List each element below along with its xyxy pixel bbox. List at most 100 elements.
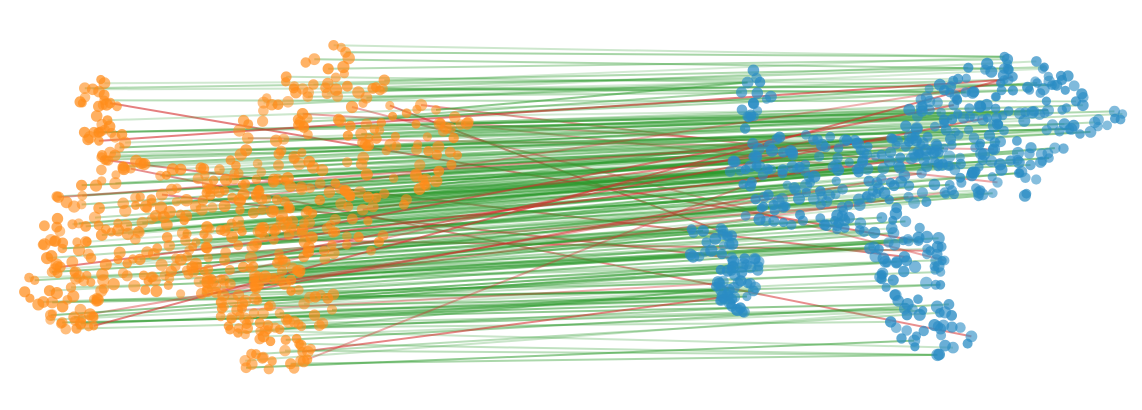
- source-point: [330, 72, 341, 83]
- target-point: [744, 160, 757, 173]
- target-point: [1001, 53, 1014, 65]
- incorrect-correspondence-line: [306, 165, 793, 361]
- source-point: [259, 325, 271, 337]
- target-point: [1007, 85, 1019, 96]
- source-point: [390, 131, 400, 142]
- correct-correspondence-line: [80, 289, 722, 326]
- target-point: [901, 309, 913, 321]
- target-point: [939, 187, 950, 198]
- target-point: [763, 140, 775, 152]
- source-point: [305, 183, 315, 194]
- source-point: [298, 235, 311, 248]
- correct-correspondence-line: [92, 85, 951, 91]
- target-point: [885, 146, 897, 158]
- source-point: [308, 79, 319, 90]
- target-point: [911, 331, 922, 341]
- source-point: [254, 317, 265, 329]
- source-point: [171, 197, 182, 207]
- source-point: [239, 355, 251, 367]
- target-point: [832, 152, 843, 164]
- target-point: [988, 143, 1000, 156]
- source-point: [362, 139, 374, 152]
- source-point: [46, 296, 59, 309]
- correct-correspondence-line: [257, 283, 941, 302]
- target-point: [739, 253, 750, 264]
- target-point: [837, 184, 848, 195]
- target-point: [913, 294, 923, 305]
- target-point: [844, 157, 854, 167]
- correct-correspondence-line: [97, 289, 754, 301]
- target-point: [1076, 88, 1088, 100]
- source-point: [342, 130, 353, 141]
- source-point: [128, 280, 141, 293]
- source-point: [257, 205, 268, 215]
- source-point: [147, 271, 158, 283]
- source-point: [342, 240, 352, 250]
- source-point: [356, 203, 369, 216]
- source-point: [327, 288, 340, 301]
- source-point: [76, 199, 87, 210]
- target-point: [933, 348, 945, 361]
- incorrect-correspondence-line: [420, 104, 939, 168]
- target-point: [990, 103, 1001, 114]
- correct-correspondence-line: [101, 170, 806, 236]
- correct-correspondence-line: [52, 288, 730, 304]
- source-point: [97, 176, 107, 186]
- source-point: [203, 253, 213, 263]
- correct-correspondence-line: [242, 151, 784, 186]
- target-point: [932, 321, 944, 332]
- target-point: [981, 57, 994, 70]
- target-point: [932, 232, 945, 245]
- source-point: [279, 344, 291, 357]
- target-point: [697, 225, 709, 237]
- target-point: [800, 166, 811, 177]
- target-point: [966, 86, 979, 99]
- source-point: [207, 202, 218, 213]
- source-point: [254, 280, 265, 290]
- source-point: [91, 294, 104, 306]
- source-point: [288, 153, 300, 165]
- target-point: [1018, 189, 1031, 202]
- source-point: [80, 221, 92, 232]
- target-point: [898, 265, 910, 278]
- source-point: [251, 174, 262, 185]
- source-point: [296, 224, 309, 236]
- target-point: [879, 255, 892, 268]
- source-point: [90, 110, 103, 122]
- correct-correspondence-line: [207, 238, 908, 290]
- source-point: [344, 190, 356, 202]
- source-point: [93, 202, 105, 214]
- target-point: [920, 276, 933, 290]
- source-point: [345, 100, 359, 114]
- source-point: [282, 315, 295, 328]
- target-point: [996, 85, 1007, 96]
- source-point: [142, 203, 152, 214]
- target-point: [964, 103, 975, 114]
- source-point: [337, 60, 350, 74]
- target-point: [839, 134, 852, 147]
- source-point: [266, 99, 278, 111]
- source-point: [329, 83, 343, 96]
- target-point: [955, 322, 966, 333]
- source-point: [96, 152, 107, 163]
- target-point: [758, 191, 770, 203]
- source-point: [51, 191, 63, 202]
- target-point: [994, 136, 1007, 148]
- source-point: [197, 195, 209, 206]
- target-point: [729, 269, 741, 281]
- source-point: [111, 170, 121, 180]
- source-point: [322, 63, 334, 75]
- correct-correspondence-line: [256, 241, 889, 287]
- target-point: [709, 232, 722, 245]
- source-point: [191, 237, 201, 247]
- source-point: [218, 200, 231, 213]
- target-point: [715, 264, 726, 275]
- source-point: [316, 317, 329, 330]
- target-point: [932, 97, 943, 108]
- target-point: [962, 338, 973, 349]
- source-point: [226, 231, 239, 244]
- correct-correspondence-line: [246, 288, 730, 325]
- target-point: [782, 180, 792, 190]
- target-point: [852, 193, 865, 206]
- correct-correspondence-line: [254, 229, 723, 277]
